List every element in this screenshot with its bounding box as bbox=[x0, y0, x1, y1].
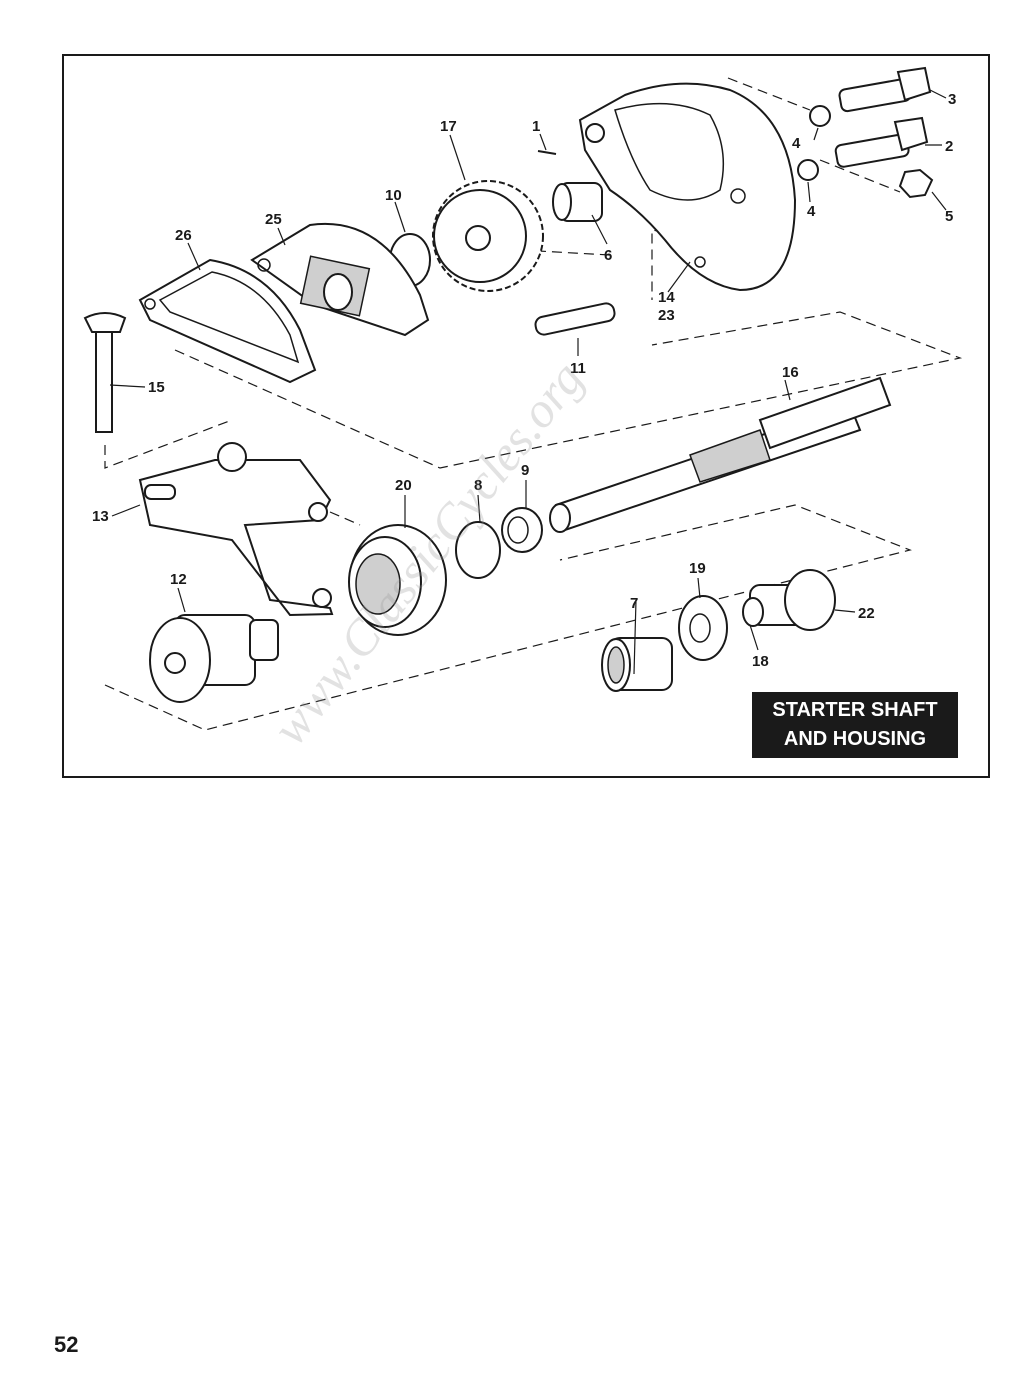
diagram-title-box: STARTER SHAFT AND HOUSING bbox=[752, 692, 958, 758]
callout-4-lower: 4 bbox=[807, 203, 816, 220]
leader-lines bbox=[109, 89, 947, 675]
callout-26: 26 bbox=[175, 227, 192, 244]
pin bbox=[537, 150, 557, 155]
end-plate bbox=[250, 222, 430, 337]
callout-9: 9 bbox=[521, 462, 529, 479]
callout-25: 25 bbox=[265, 211, 282, 228]
callout-14: 14 bbox=[658, 289, 675, 306]
callout-23: 23 bbox=[658, 307, 675, 324]
gasket bbox=[138, 258, 317, 384]
callout-19: 19 bbox=[689, 560, 706, 577]
callout-12: 12 bbox=[170, 571, 187, 588]
housing-bolts bbox=[797, 66, 934, 199]
page-number: 52 bbox=[54, 1332, 79, 1357]
callout-17: 17 bbox=[440, 118, 457, 135]
callout-7: 7 bbox=[630, 595, 638, 612]
callout-1: 1 bbox=[532, 118, 540, 135]
callout-16: 16 bbox=[782, 364, 799, 381]
callout-2: 2 bbox=[945, 138, 953, 155]
drive-collar bbox=[348, 524, 447, 636]
callout-15: 15 bbox=[148, 379, 165, 396]
starter-housing bbox=[578, 82, 797, 292]
starter-drive-gear bbox=[149, 614, 279, 703]
spacer-bushing bbox=[501, 507, 543, 553]
diagram-title-line-1: STARTER SHAFT bbox=[772, 699, 938, 721]
diagram-title-line-2: AND HOUSING bbox=[783, 728, 927, 750]
callout-18: 18 bbox=[752, 653, 769, 670]
callout-5: 5 bbox=[945, 208, 953, 225]
callout-10: 10 bbox=[385, 187, 402, 204]
end-bushing bbox=[742, 569, 836, 631]
callout-20: 20 bbox=[395, 477, 412, 494]
needle-bearing bbox=[601, 637, 673, 692]
callout-6: 6 bbox=[604, 247, 612, 264]
callout-11: 11 bbox=[570, 360, 586, 377]
idler-gear bbox=[432, 180, 544, 292]
callout-13: 13 bbox=[92, 508, 109, 525]
diagram-frame bbox=[62, 54, 990, 778]
shift-lever bbox=[138, 442, 334, 617]
callout-4-upper: 4 bbox=[792, 135, 801, 152]
starter-shaft bbox=[549, 376, 892, 533]
callout-3: 3 bbox=[948, 91, 956, 108]
callout-labels: 1 2 3 4 4 5 6 7 8 9 10 11 12 13 14 15 16… bbox=[92, 91, 956, 670]
callout-22: 22 bbox=[858, 605, 875, 622]
callout-8: 8 bbox=[474, 477, 482, 494]
stud bbox=[534, 302, 616, 336]
snap-ring bbox=[455, 521, 501, 579]
bushing bbox=[552, 182, 603, 222]
screw bbox=[83, 312, 127, 433]
thrust-washer bbox=[678, 595, 728, 661]
